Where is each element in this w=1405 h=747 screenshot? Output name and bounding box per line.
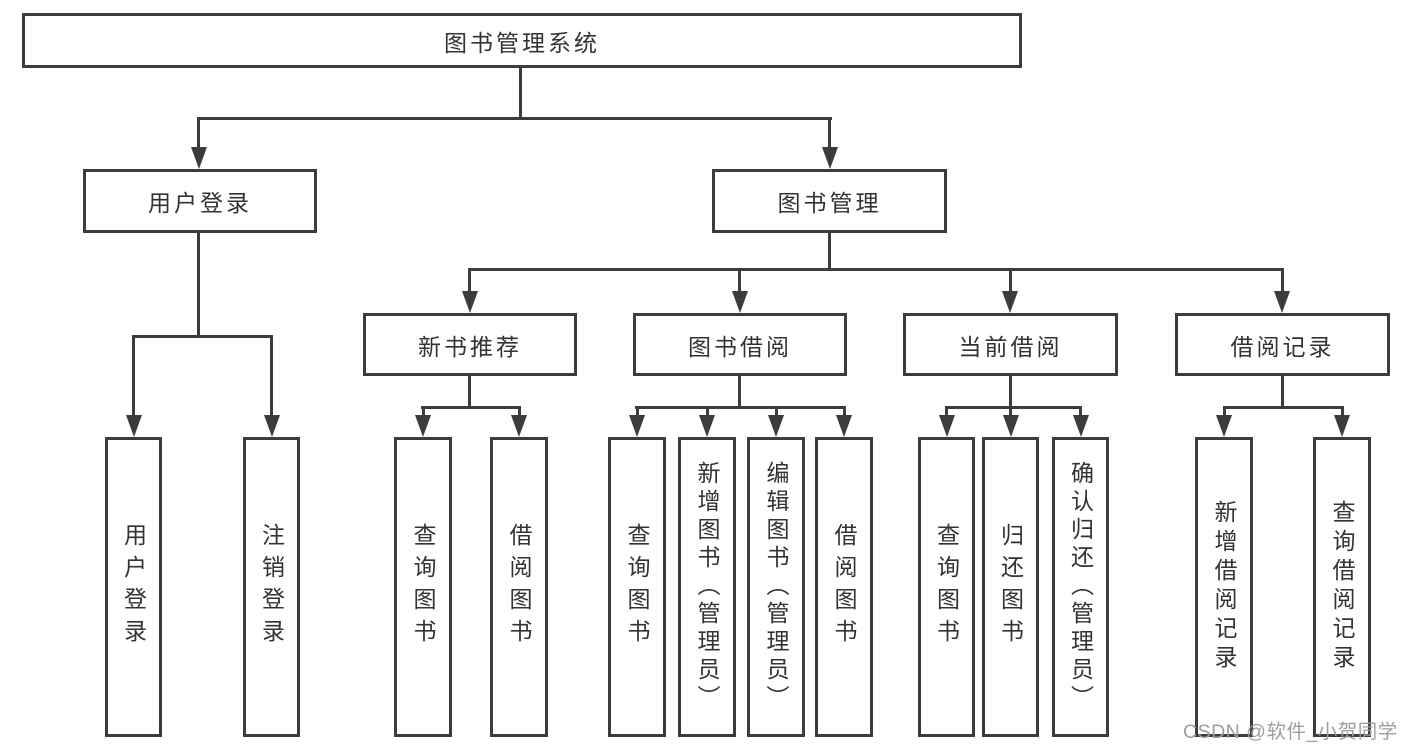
node-label: 图书管理系统 <box>444 29 600 56</box>
node-label: 借阅记录 <box>1230 333 1335 360</box>
leaf-label: 新增图书（管理员） <box>694 461 720 713</box>
arrowhead-new-book-recommend <box>462 291 478 313</box>
edge-to-leaf-user-login <box>132 335 135 418</box>
arrowhead-leaf-borrow-book-rec <box>511 415 527 437</box>
arrowhead-leaf-query-book-rec <box>415 415 431 437</box>
arrowhead-leaf-query-book-current <box>939 415 955 437</box>
edge-to-book-management <box>828 117 831 150</box>
leaf-label: 借阅图书 <box>831 523 857 651</box>
node-user-login: 用户登录 <box>83 169 317 233</box>
arrowhead-book-management <box>822 147 838 169</box>
leaf-label: 查询借阅记录 <box>1329 500 1355 674</box>
leaf-query-book-borrow: 查询图书 <box>608 437 666 737</box>
node-label: 新书推荐 <box>418 333 522 360</box>
arrowhead-current-borrow <box>1002 291 1018 313</box>
leaf-query-book-recommend: 查询图书 <box>394 437 452 737</box>
node-book-management: 图书管理 <box>712 169 947 233</box>
edge-to-leaf-confirm-return <box>1079 406 1082 418</box>
arrowhead-leaf-add-record <box>1216 415 1232 437</box>
leaf-edit-book-admin: 编辑图书（管理员） <box>747 437 805 737</box>
edge-to-leaf-add-book <box>706 406 709 418</box>
leaf-confirm-return-admin: 确认归还（管理员） <box>1052 437 1109 737</box>
edge-to-leaf-query-book-rec <box>422 406 425 418</box>
arrowhead-leaf-add-book <box>699 415 715 437</box>
watermark-text: CSDN @软件_小贺同学 <box>1183 721 1398 743</box>
arrowhead-leaf-edit-book <box>768 415 784 437</box>
node-new-book-recommend: 新书推荐 <box>363 313 577 376</box>
edge-to-leaf-query-book-current <box>945 406 948 418</box>
node-label: 用户登录 <box>148 190 252 216</box>
edge-book-management-stem <box>828 233 831 271</box>
arrowhead-borrow-records <box>1274 291 1290 313</box>
leaf-label: 确认归还（管理员） <box>1067 461 1094 713</box>
edge-to-leaf-query-record <box>1341 406 1344 418</box>
leaf-label: 注销登录 <box>258 523 285 651</box>
leaf-return-book: 归还图书 <box>982 437 1039 737</box>
edge-root-stem <box>519 68 522 120</box>
node-label: 图书管理 <box>777 190 882 216</box>
leaf-label: 归还图书 <box>997 523 1024 651</box>
edge-new-book-recommend-split <box>421 406 521 409</box>
edge-to-current-borrow <box>1009 268 1012 292</box>
arrowhead-leaf-query-book-borrow <box>629 415 645 437</box>
leaf-logout: 注销登录 <box>243 437 300 737</box>
arrowhead-leaf-borrow-book <box>836 415 852 437</box>
arrowhead-leaf-user-login <box>126 415 142 437</box>
leaf-label: 查询图书 <box>933 523 960 651</box>
edge-to-user-login <box>197 117 200 150</box>
edge-borrow-records-split <box>1223 406 1344 409</box>
edge-book-borrow-split <box>635 406 845 409</box>
leaf-query-book-current: 查询图书 <box>918 437 975 737</box>
edge-to-leaf-query-book-borrow <box>636 406 639 418</box>
edge-to-borrow-records <box>1281 268 1284 292</box>
leaf-add-borrow-record: 新增借阅记录 <box>1195 437 1253 737</box>
edge-user-login-split <box>132 335 273 338</box>
node-library-management-system: 图书管理系统 <box>22 13 1022 68</box>
arrowhead-leaf-confirm-return <box>1073 415 1089 437</box>
arrowhead-leaf-return-book <box>1003 415 1019 437</box>
leaf-label: 借阅图书 <box>506 523 532 651</box>
edge-new-book-recommend-stem <box>468 376 471 407</box>
leaf-label: 用户登录 <box>120 523 147 651</box>
edge-to-book-borrow <box>738 268 741 292</box>
edge-to-new-book-recommend <box>468 268 471 292</box>
edge-to-leaf-edit-book <box>775 406 778 418</box>
arrowhead-leaf-query-record <box>1334 415 1350 437</box>
arrowhead-leaf-logout <box>264 415 280 437</box>
node-borrow-records: 借阅记录 <box>1175 313 1390 376</box>
edge-current-borrow-stem <box>1009 376 1012 407</box>
node-label: 图书借阅 <box>688 333 792 360</box>
leaf-borrow-book: 借阅图书 <box>815 437 873 737</box>
leaf-label: 新增借阅记录 <box>1211 500 1237 674</box>
edge-to-leaf-return-book <box>1009 406 1012 418</box>
edge-to-leaf-borrow-book-rec <box>518 406 521 418</box>
edge-to-leaf-add-record <box>1223 406 1226 418</box>
node-book-borrow: 图书借阅 <box>633 313 847 376</box>
leaf-label: 查询图书 <box>410 523 436 651</box>
leaf-label: 编辑图书（管理员） <box>763 461 789 713</box>
edge-to-leaf-borrow-book <box>843 406 846 418</box>
edge-root-split <box>198 117 832 120</box>
node-label: 当前借阅 <box>958 333 1063 360</box>
edge-book-management-split <box>468 268 1284 271</box>
leaf-query-borrow-record: 查询借阅记录 <box>1313 437 1371 737</box>
edge-to-leaf-logout <box>270 335 273 418</box>
edge-book-borrow-stem <box>738 376 741 407</box>
edge-user-login-stem <box>197 233 200 338</box>
leaf-borrow-book-recommend: 借阅图书 <box>490 437 548 737</box>
leaf-label: 查询图书 <box>624 523 650 651</box>
leaf-add-book-admin: 新增图书（管理员） <box>678 437 736 737</box>
node-current-borrow: 当前借阅 <box>903 313 1118 376</box>
arrowhead-book-borrow <box>732 291 748 313</box>
edge-borrow-records-stem <box>1281 376 1284 407</box>
edge-current-borrow-split <box>945 406 1082 409</box>
arrowhead-user-login <box>191 147 207 169</box>
leaf-user-login: 用户登录 <box>105 437 162 737</box>
